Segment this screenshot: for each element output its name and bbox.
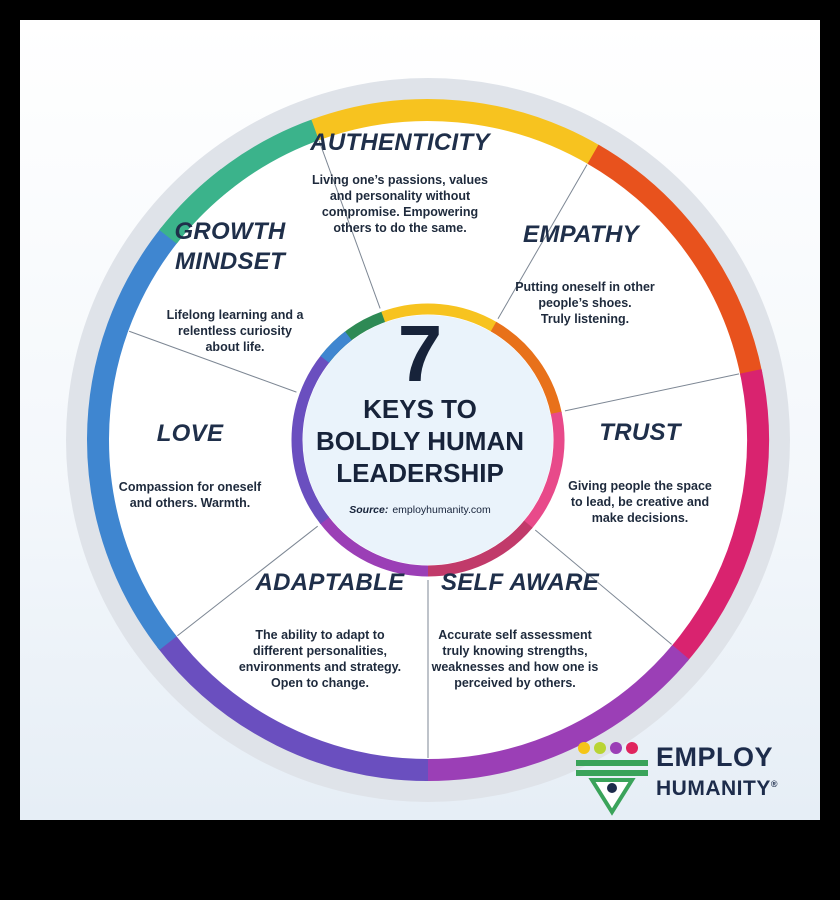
authenticity-desc: Living one’s passions, values and person… [300,172,500,236]
center-disc [303,315,553,565]
empathy-title: EMPATHY [523,221,639,248]
desc-line: Truly listening. [540,312,630,326]
self-aware-title: SELF AWARE [440,569,600,596]
growth-mindset-desc: Lifelong learning and a relentless curio… [150,307,320,355]
segment-divider-line [129,330,297,393]
source-label: Source: [349,504,389,516]
logo-mark-icon [576,742,648,816]
center-title-line: BOLDLY HUMAN [315,426,524,456]
desc-line: different personalities, [252,644,388,658]
outer-ring-segment-trust [670,369,769,662]
logo-wordmark: EMPLOY HUMANITY® [656,742,778,801]
desc-line: Accurate self assessment [438,628,592,642]
desc-line: The ability to adapt to [255,628,385,642]
outer-ring-segment-love [87,227,179,650]
growth-mindset-title-line: GROWTH [174,218,286,245]
inner-ring-segment-self-aware [426,520,533,577]
center-title: KEYS TO BOLDLY HUMAN LEADERSHIP [290,393,550,489]
segment-divider-line [177,525,318,637]
desc-line: and personality without [329,189,471,203]
desc-line: Lifelong learning and a [166,308,304,322]
infographic-panel: AUTHENTICITY EMPATHY TRUST SELF AWARE AD… [20,20,820,820]
center-number: 7 [397,309,443,398]
love-title: LOVE [156,420,224,447]
growth-mindset-title: GROWTH MINDSET [150,217,310,277]
desc-line: truly knowing strengths, [442,644,588,658]
trust-title: TRUST [599,419,681,446]
desc-line: weaknesses and how one is [431,660,599,674]
authenticity-title: AUTHENTICITY [310,129,490,156]
desc-line: Putting oneself in other [515,280,655,294]
center-title-line: KEYS TO [363,394,477,424]
desc-line: perceived by others. [454,676,576,690]
desc-line: Living one’s passions, values [312,173,488,187]
inner-ring-segment-growth-mindset [320,331,352,363]
inner-ring-segment-trust [523,411,565,529]
desc-line: and others. Warmth. [129,496,251,510]
segment-divider-line [534,529,672,645]
inner-ring-segment-adaptable [319,516,429,577]
outer-ring-segment-self-aware [424,645,690,781]
empathy-desc: Putting oneself in other people’s shoes.… [495,279,675,327]
adaptable-title: ADAPTABLE [255,569,405,596]
desc-line: others to do the same. [333,221,467,235]
center-title-line: LEADERSHIP [336,458,504,488]
outer-ring-segment-empathy [587,144,763,377]
segment-divider-line [564,373,740,412]
outer-ring-segment-authenticity [311,99,602,166]
inner-ring-segment-empathy [490,321,562,416]
source-credit: Source:employhumanity.com [320,504,520,516]
desc-line: make decisions. [591,511,689,525]
desc-line: about life. [205,340,265,354]
desc-line: Compassion for oneself [118,480,262,494]
employ-humanity-logo: EMPLOY HUMANITY® [576,740,816,820]
source-value: employhumanity.com [392,504,491,516]
growth-mindset-title-line: MINDSET [174,248,286,275]
desc-line: Giving people the space [568,479,712,493]
leadership-wheel [66,78,790,802]
inner-ring-segment-authenticity [381,303,498,333]
love-desc: Compassion for oneself and others. Warmt… [105,479,275,511]
logo-line-1: EMPLOY [656,742,774,772]
outer-ring-segment-growth-mindset [159,169,235,244]
logo-line-2-text: HUMANITY [656,777,771,800]
self-aware-desc: Accurate self assessment truly knowing s… [415,627,615,691]
segment-divider-line [318,141,381,309]
desc-line: environments and strategy. [238,660,402,674]
desc-line: compromise. Empowering [321,205,479,219]
desc-line: relentless curiosity [178,324,292,338]
desc-line: Open to change. [271,676,369,690]
desc-line: people’s shoes. [538,296,632,310]
segment-divider-line [497,164,588,320]
logo-line-2: HUMANITY® [656,772,778,801]
registered-mark: ® [770,779,778,789]
adaptable-desc: The ability to adapt to different person… [225,627,415,691]
desc-line: to lead, be creative and [570,495,710,509]
inner-ring-segment-love [291,354,330,525]
trust-desc: Giving people the space to lead, be crea… [550,478,730,526]
outer-ring-segment-adaptable [157,633,429,781]
